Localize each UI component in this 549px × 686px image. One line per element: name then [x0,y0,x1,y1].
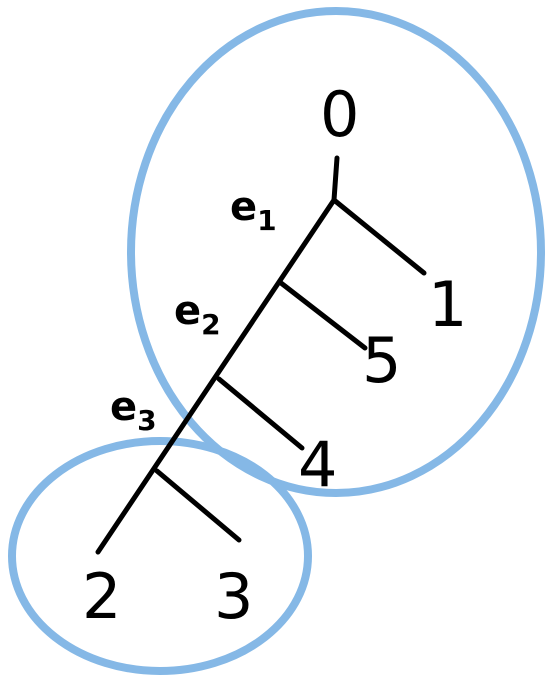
edge-label-e3-base: e [110,384,137,430]
branch-to-4 [216,376,305,451]
edge-label-e2-base: e [174,288,201,334]
edge-label-e1-sub: 1 [257,204,276,237]
node-label-4: 4 [298,428,337,501]
edge-label-e2: e2 [174,288,221,341]
edge-label-e3-sub: 3 [137,404,156,437]
node-label-2: 2 [82,560,121,633]
edge-label-e1: e1 [230,184,277,237]
edge-label-e2-sub: 2 [201,308,220,341]
node-label-0: 0 [320,78,359,151]
root-stem [331,155,340,203]
branch-to-1 [331,197,427,276]
edge-label-e1-base: e [230,184,257,230]
node-label-1: 1 [428,268,467,341]
main-branch [95,197,337,555]
cluster-small-ellipse [8,437,312,675]
cluster-large-ellipse [127,7,545,497]
node-label-5: 5 [362,324,401,397]
branch-to-3 [154,468,242,543]
edge-label-e3: e3 [110,384,157,437]
node-label-3: 3 [214,560,253,633]
branch-to-5 [278,280,368,351]
